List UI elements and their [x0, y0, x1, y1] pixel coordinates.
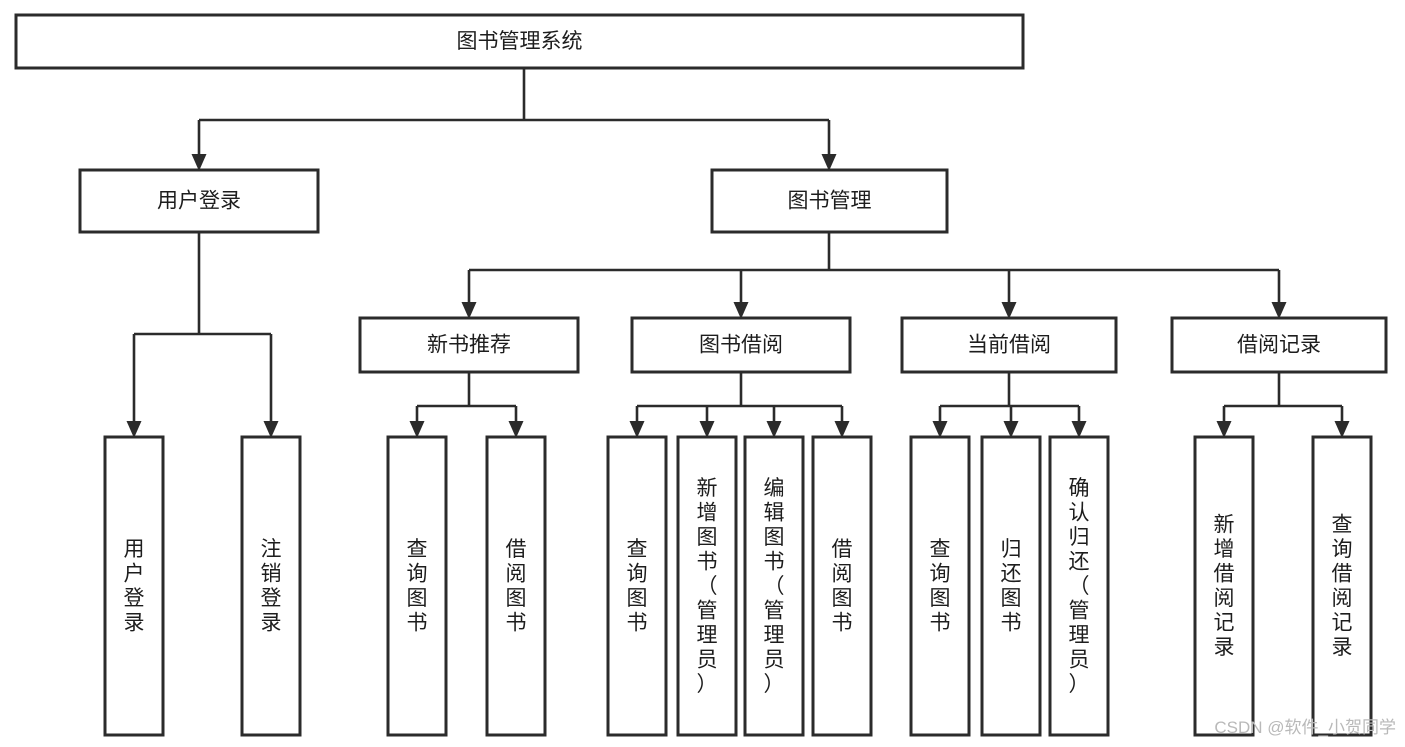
node-box[interactable]: [980, 435, 1042, 737]
arrow-head-icon: [834, 421, 850, 438]
arrow-head-icon: [1216, 421, 1232, 438]
node-box[interactable]: [606, 435, 668, 737]
arrow-head-icon: [409, 421, 425, 438]
arrow-head-icon: [461, 302, 477, 319]
node-box[interactable]: [103, 435, 165, 737]
node-label: 借阅记录: [1237, 334, 1321, 357]
node-leaf-query-book-current[interactable]: 查询图书: [909, 435, 971, 737]
connector-edge-book-manage: [461, 232, 1287, 319]
csdn-watermark: CSDN @软件_小贺同学: [1214, 718, 1396, 737]
node-box[interactable]: [630, 316, 852, 374]
arrow-head-icon: [1071, 421, 1087, 438]
node-box[interactable]: [485, 435, 547, 737]
arrow-head-icon: [508, 421, 524, 438]
node-label: 新增图书（管理员）: [697, 477, 718, 696]
arrow-head-icon: [126, 421, 142, 438]
connector-edge-root: [191, 68, 837, 171]
arrow-head-icon: [1003, 421, 1019, 438]
node-label: 归还图书: [1001, 538, 1022, 635]
node-box[interactable]: [1311, 435, 1373, 737]
node-box[interactable]: [240, 435, 302, 737]
node-label: 图书借阅: [699, 334, 783, 357]
node-leaf-add-book[interactable]: 新增图书（管理员）: [676, 435, 738, 737]
arrow-head-icon: [1334, 421, 1350, 438]
node-label: 新增借阅记录: [1214, 514, 1235, 660]
node-label: 编辑图书（管理员）: [764, 477, 785, 696]
node-label: 借阅图书: [832, 538, 853, 635]
node-root[interactable]: 图书管理系统: [14, 13, 1025, 70]
node-box[interactable]: [909, 435, 971, 737]
connector-edge-borrow-record: [1216, 372, 1350, 438]
node-box[interactable]: [743, 435, 805, 737]
node-leaf-query-borrow-record[interactable]: 查询借阅记录: [1311, 435, 1373, 737]
node-leaf-user-login[interactable]: 用户登录: [103, 435, 165, 737]
connector-edge-book-borrow: [629, 372, 850, 438]
arrow-head-icon: [733, 302, 749, 319]
node-box[interactable]: [14, 13, 1025, 70]
node-borrow-record[interactable]: 借阅记录: [1170, 316, 1388, 374]
node-leaf-add-borrow-record[interactable]: 新增借阅记录: [1193, 435, 1255, 737]
node-label: 查询图书: [627, 538, 648, 635]
node-label: 确认归还（管理员）: [1069, 477, 1090, 696]
node-label: 图书管理: [788, 190, 872, 213]
arrow-head-icon: [821, 154, 837, 171]
node-label: 图书管理系统: [457, 30, 583, 53]
node-label: 查询借阅记录: [1332, 514, 1353, 660]
node-label: 借阅图书: [506, 538, 527, 635]
node-box[interactable]: [386, 435, 448, 737]
node-user-login[interactable]: 用户登录: [78, 168, 320, 234]
node-box[interactable]: [358, 316, 580, 374]
node-label: 用户登录: [157, 190, 241, 213]
connector-edge-new-book-rec: [409, 372, 524, 438]
node-leaf-edit-book[interactable]: 编辑图书（管理员）: [743, 435, 805, 737]
arrow-head-icon: [263, 421, 279, 438]
node-book-borrow[interactable]: 图书借阅: [630, 316, 852, 374]
arrow-head-icon: [1271, 302, 1287, 319]
node-current-borrow[interactable]: 当前借阅: [900, 316, 1118, 374]
node-label: 注销登录: [261, 538, 282, 635]
node-box[interactable]: [900, 316, 1118, 374]
node-label: 查询图书: [930, 538, 951, 635]
node-box[interactable]: [1193, 435, 1255, 737]
node-box[interactable]: [1170, 316, 1388, 374]
node-label: 当前借阅: [967, 334, 1051, 357]
node-box[interactable]: [811, 435, 873, 737]
node-leaf-confirm-return[interactable]: 确认归还（管理员）: [1048, 435, 1110, 737]
node-leaf-query-book-rec[interactable]: 查询图书: [386, 435, 448, 737]
arrow-head-icon: [629, 421, 645, 438]
arrow-head-icon: [699, 421, 715, 438]
arrow-head-icon: [191, 154, 207, 171]
node-box[interactable]: [78, 168, 320, 234]
node-leaf-borrow-book-rec[interactable]: 借阅图书: [485, 435, 547, 737]
node-book-manage[interactable]: 图书管理: [710, 168, 949, 234]
node-leaf-user-logout[interactable]: 注销登录: [240, 435, 302, 737]
connector-edge-user-login: [126, 232, 279, 438]
node-leaf-borrow-book[interactable]: 借阅图书: [811, 435, 873, 737]
connector-edge-current-borrow: [932, 372, 1087, 438]
node-new-book-rec[interactable]: 新书推荐: [358, 316, 580, 374]
node-label: 新书推荐: [427, 334, 511, 357]
node-box[interactable]: [676, 435, 738, 737]
connector-layer: [126, 68, 1350, 438]
node-layer: 图书管理系统用户登录图书管理新书推荐图书借阅当前借阅借阅记录用户登录注销登录查询…: [14, 13, 1388, 737]
node-leaf-query-book-borrow[interactable]: 查询图书: [606, 435, 668, 737]
node-label: 查询图书: [407, 538, 428, 635]
node-leaf-return-book[interactable]: 归还图书: [980, 435, 1042, 737]
arrow-head-icon: [766, 421, 782, 438]
node-box[interactable]: [1048, 435, 1110, 737]
node-label: 用户登录: [124, 538, 145, 635]
node-box[interactable]: [710, 168, 949, 234]
arrow-head-icon: [932, 421, 948, 438]
arrow-head-icon: [1001, 302, 1017, 319]
